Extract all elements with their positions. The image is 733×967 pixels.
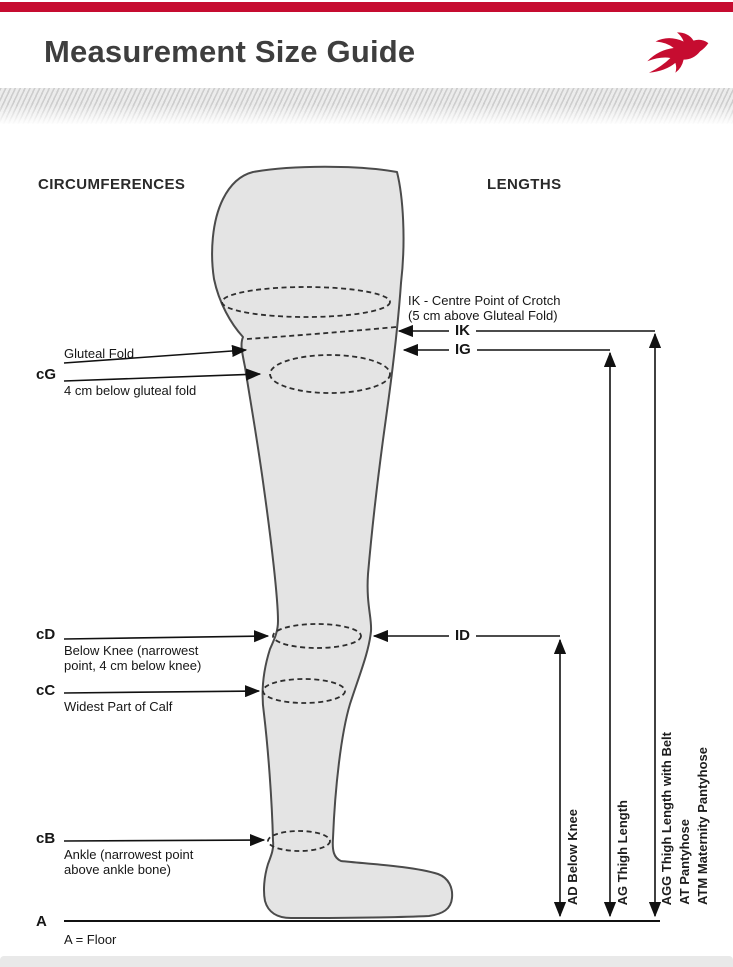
a-description: A = Floor	[64, 932, 117, 947]
swallow-silhouette	[647, 32, 709, 73]
cd-code: cD	[36, 626, 56, 643]
cb-description: Ankle (narrowest point above ankle bone)	[64, 847, 194, 877]
cc-dashed-ellipse	[262, 678, 346, 704]
cb-dashed-ellipse	[267, 830, 331, 852]
cc-code: cC	[36, 682, 56, 699]
cg-dashed-ellipse	[269, 354, 391, 394]
ad-length-label: AD Below Knee	[565, 808, 580, 905]
at-length-label: AT Pantyhose	[677, 819, 692, 905]
bottom-gray-band	[0, 956, 733, 967]
cg-arrow	[63, 368, 262, 382]
page-title: Measurement Size Guide	[44, 34, 416, 69]
swallow-bird-logo	[647, 32, 709, 73]
ig-code: IG	[449, 341, 477, 359]
id-code: ID	[449, 627, 476, 645]
cd-arrow	[63, 630, 270, 643]
cg-code: cG	[36, 366, 57, 383]
cd-description: Below Knee (narrowest point, 4 cm below …	[64, 643, 202, 673]
decorative-hatched-band	[0, 88, 733, 124]
top-red-bar	[0, 2, 733, 12]
a-code: A	[36, 913, 47, 930]
atm-length-label: ATM Maternity Pantyhose	[695, 747, 710, 905]
cg-description: 4 cm below gluteal fold	[64, 383, 197, 398]
agg-length-label: AGG Thigh Length with Belt	[659, 731, 674, 905]
circumferences-heading: CIRCUMFERENCES	[38, 176, 186, 193]
cb-arrow	[63, 833, 266, 847]
ik-note-line2: (5 cm above Gluteal Fold)	[408, 308, 558, 323]
crotch-level-dashed-ellipse	[221, 286, 391, 318]
gluteal-fold-label: Gluteal Fold	[64, 346, 135, 361]
cc-arrow	[63, 685, 261, 698]
cd-dashed-ellipse	[272, 623, 362, 649]
ik-code: IK	[449, 322, 476, 340]
cc-description: Widest Part of Calf	[64, 699, 173, 714]
cb-code: cB	[36, 830, 56, 847]
ik-note-line1: IK - Centre Point of Crotch	[408, 293, 561, 308]
lengths-heading: LENGTHS	[487, 176, 562, 193]
leg-silhouette	[211, 165, 454, 919]
gluteal-fold-dashed-line	[246, 326, 397, 340]
ag-length-label: AG Thigh Length	[615, 799, 630, 905]
